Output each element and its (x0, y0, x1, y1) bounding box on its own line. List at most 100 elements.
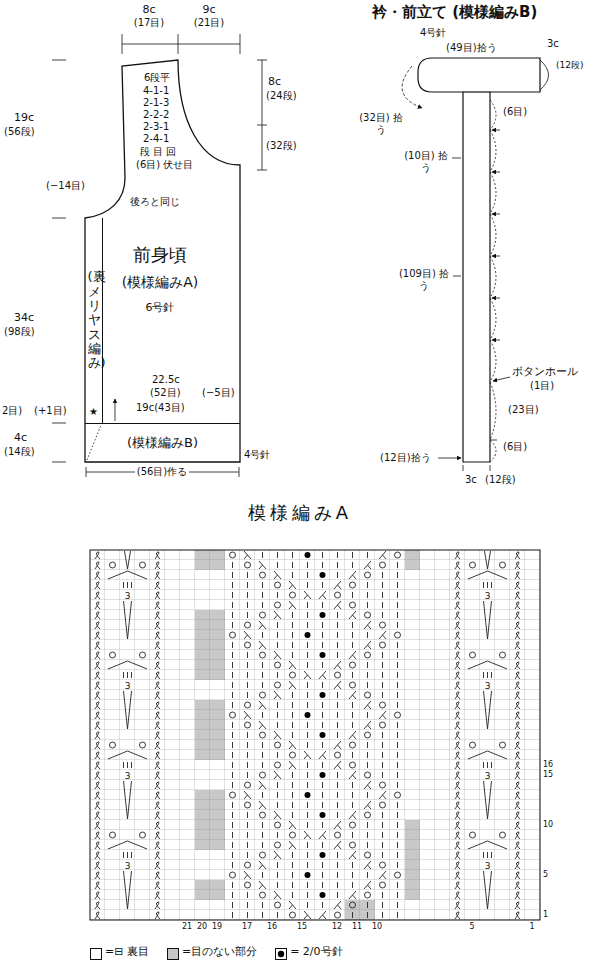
yarn-over (140, 562, 146, 568)
knit-stitch (367, 742, 368, 748)
knit-stitch (247, 772, 248, 778)
yarn-over (380, 862, 386, 868)
yarn-over (350, 742, 356, 748)
knit-stitch (382, 692, 383, 698)
knit-stitch (397, 702, 398, 708)
knit-stitch (397, 832, 398, 838)
cable-cross (468, 571, 507, 579)
knit-stitch (262, 712, 263, 718)
chart-number: 3 (125, 861, 131, 871)
piece-note: (模様編みA) (105, 274, 215, 290)
knit-stitch (322, 802, 323, 808)
knit-stitch (397, 692, 398, 698)
dimension-label: (6目) 伏せ目 (136, 159, 193, 171)
twisted-knit (515, 712, 520, 719)
knit-stitch (277, 592, 278, 598)
dimension-label: 6段平 (144, 72, 170, 84)
knit-stitch (247, 612, 248, 618)
yarn-over (275, 582, 281, 588)
yarn-over (290, 832, 296, 838)
chart-number: 3 (485, 591, 491, 601)
twisted-knit (155, 792, 160, 799)
bobble (320, 612, 326, 618)
twisted-knit (155, 762, 160, 769)
twisted-knit (515, 882, 520, 889)
yarn-over (500, 652, 506, 658)
yarn-over (230, 792, 236, 798)
decrease-right (319, 591, 326, 599)
cable-cross (468, 841, 507, 849)
knit-stitch (292, 692, 293, 698)
decrease-right (364, 641, 371, 649)
decrease-left (289, 681, 296, 689)
ribbing-band: (模様編みB) (85, 423, 240, 462)
twisted-knit (155, 562, 160, 569)
knit-stitch (247, 572, 248, 578)
cable-arrow (484, 601, 492, 639)
twisted-knit (95, 902, 100, 909)
twisted-knit (95, 712, 100, 719)
knit-stitch (262, 632, 263, 638)
cable-stitches (484, 852, 492, 858)
knit-stitch (232, 592, 233, 598)
knit-stitch (322, 552, 323, 558)
bobble (320, 812, 326, 818)
chart-number: 5 (469, 922, 474, 931)
yarn-over (230, 872, 236, 878)
knit-stitch (397, 902, 398, 908)
knit-stitch (277, 872, 278, 878)
decrease-right (364, 721, 371, 729)
knit-stitch (337, 872, 338, 878)
knit-stitch (382, 672, 383, 678)
twisted-knit (95, 842, 100, 849)
knit-stitch (292, 642, 293, 648)
knit-stitch (382, 592, 383, 598)
dimension-label: 衿・前立て (模様編みB) (372, 4, 537, 21)
knit-stitch (382, 912, 383, 918)
collar-outline (418, 58, 540, 462)
knit-stitch (247, 742, 248, 748)
knit-stitch (292, 622, 293, 628)
knit-stitch (367, 792, 368, 798)
twisted-knit (95, 642, 100, 649)
knit-stitch (352, 552, 353, 558)
chart-number: 16 (267, 922, 277, 931)
twisted-knit (155, 672, 160, 679)
knit-stitch (262, 822, 263, 828)
twisted-knit (155, 702, 160, 709)
knit-stitch (397, 862, 398, 868)
knit-stitch (232, 782, 233, 788)
yarn-over (470, 652, 476, 658)
dimension-label: (21目) (194, 17, 225, 29)
twisted-knit (515, 662, 520, 669)
twisted-knit (515, 672, 520, 679)
yarn-over (290, 912, 296, 918)
yarn-over (260, 652, 266, 658)
yarn-over (350, 842, 356, 848)
twisted-knit (155, 732, 160, 739)
decrease-right (349, 811, 356, 819)
yarn-over (275, 822, 281, 828)
knit-stitch (232, 622, 233, 628)
knit-stitch (232, 602, 233, 608)
cable-arrow (124, 601, 132, 639)
yarn-over (275, 742, 281, 748)
knit-stitch (352, 712, 353, 718)
dimension-label: (98段) (4, 326, 35, 338)
cable-stitches (124, 762, 132, 768)
knit-stitch (322, 722, 323, 728)
yarn-over (395, 792, 401, 798)
knit-stitch (277, 862, 278, 868)
knit-stitch (232, 902, 233, 908)
bobble (320, 652, 326, 658)
knit-stitch (352, 802, 353, 808)
cable-stitches (124, 852, 132, 858)
twisted-knit (155, 782, 160, 789)
knit-stitch (292, 652, 293, 658)
cable-stitches (124, 582, 132, 588)
dimension-label: 2目) (2, 405, 22, 417)
knit-stitch (232, 822, 233, 828)
decrease-left (274, 691, 281, 699)
chart-frame (90, 550, 540, 920)
knit-stitch (397, 612, 398, 618)
